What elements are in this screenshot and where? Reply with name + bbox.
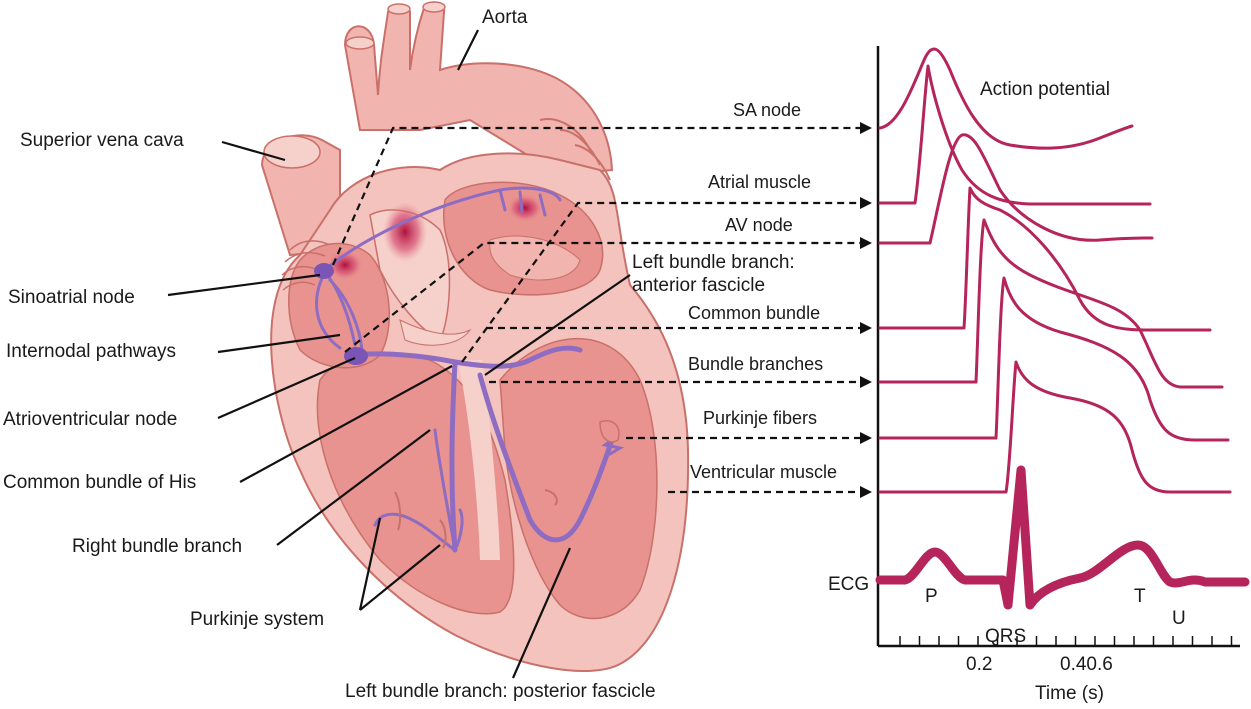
ecg-wave-qrs: QRS [985, 626, 1026, 647]
trace-label-texts: SA node Atrial muscle AV node Common bun… [688, 100, 837, 482]
label-right-bundle-branch: Right bundle branch [72, 536, 242, 557]
label-left-bundle-branch-anterior-2: anterior fascicle [632, 275, 765, 296]
aorta-vessel [343, 1, 614, 177]
tick-label-0-4-0-6: 0.40.6 [1060, 654, 1113, 675]
label-atrial-muscle: Atrial muscle [708, 172, 811, 192]
label-purkinje-fibers: Purkinje fibers [703, 408, 817, 428]
label-superior-vena-cava: Superior vena cava [20, 130, 184, 151]
conduction-system [314, 186, 625, 553]
trace-purkinje-fibers [878, 276, 1230, 442]
label-common-bundle: Common bundle [688, 303, 820, 323]
trace-sa-node [878, 47, 1134, 150]
heart-label-texts: Aorta Superior vena cava Sinoatrial node… [3, 7, 795, 702]
ecg-label: ECG [828, 574, 869, 595]
label-ventricular-muscle: Ventricular muscle [690, 462, 837, 482]
ecg-wave-p: P [925, 586, 938, 607]
trace-ventricular-muscle [878, 360, 1232, 494]
label-aorta: Aorta [482, 7, 528, 28]
label-atrioventricular-node: Atrioventricular node [3, 409, 177, 430]
chart-title: Action potential [980, 79, 1110, 100]
left-ventricle [499, 337, 658, 620]
trace-bundle-branches [878, 218, 1224, 389]
x-axis-ticks [899, 636, 1233, 646]
arrowheads [860, 122, 872, 498]
label-av-node: AV node [725, 215, 793, 235]
trace-atrial-muscle [878, 64, 1152, 206]
label-bundle-branches: Bundle branches [688, 354, 823, 374]
trace-av-node [878, 133, 1154, 245]
label-left-bundle-branch-anterior-1: Left bundle branch: [632, 252, 795, 273]
trace-common-bundle [878, 186, 1212, 332]
ecg-wave-t: T [1134, 586, 1146, 607]
action-potential-panel: Action potential ECG P QRS T U 0.2 0.40.… [828, 46, 1250, 704]
x-axis-label: Time (s) [1035, 683, 1104, 704]
ecg-trace [875, 465, 1250, 610]
label-sinoatrial-node: Sinoatrial node [8, 287, 135, 308]
tick-label-0-2: 0.2 [966, 654, 992, 675]
label-internodal-pathways: Internodal pathways [6, 341, 176, 362]
trace-arrows [331, 122, 872, 498]
label-purkinje-system: Purkinje system [190, 609, 324, 630]
heart-leaders [167, 29, 631, 679]
label-sa-node: SA node [733, 100, 801, 120]
ecg-wave-u: U [1172, 608, 1186, 629]
label-common-bundle-of-his: Common bundle of His [3, 472, 196, 493]
label-left-bundle-branch-posterior: Left bundle branch: posterior fascicle [345, 681, 656, 702]
